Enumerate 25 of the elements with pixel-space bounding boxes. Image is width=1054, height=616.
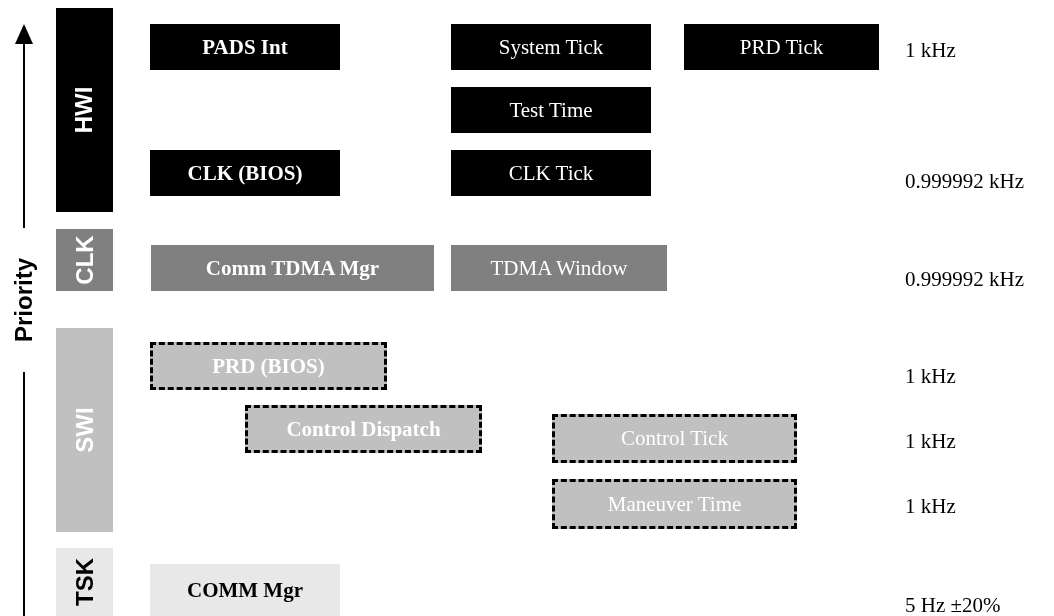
task-box: Test Time: [451, 87, 651, 133]
task-box: CLK Tick: [451, 150, 651, 196]
task-box: Control Dispatch: [245, 405, 482, 453]
frequency-label: 1 kHz: [905, 363, 956, 389]
frequency-label: 1 kHz: [905, 493, 956, 519]
task-box: TDMA Window: [451, 245, 667, 291]
task-box: CLK (BIOS): [150, 150, 340, 196]
frequency-label: 1 kHz: [905, 37, 956, 63]
frequency-label: 1 kHz: [905, 428, 956, 454]
axis-title: Priority: [10, 258, 38, 342]
priority-band: TSK: [56, 548, 113, 616]
task-box: Maneuver Time: [552, 479, 797, 529]
task-box: System Tick: [451, 24, 651, 70]
frequency-label: 5 Hz ±20%: [905, 592, 1001, 616]
task-box: Control Tick: [552, 414, 797, 463]
frequency-label: 0.999992 kHz: [905, 168, 1024, 194]
task-box: COMM Mgr: [150, 564, 340, 616]
priority-band: CLK: [56, 229, 113, 291]
priority-band: SWI: [56, 328, 113, 532]
task-box: PADS Int: [150, 24, 340, 70]
task-box: PRD (BIOS): [150, 342, 387, 390]
task-box: Comm TDMA Mgr: [151, 245, 434, 291]
priority-band: HWI: [56, 8, 113, 212]
task-box: PRD Tick: [684, 24, 879, 70]
frequency-label: 0.999992 kHz: [905, 266, 1024, 292]
